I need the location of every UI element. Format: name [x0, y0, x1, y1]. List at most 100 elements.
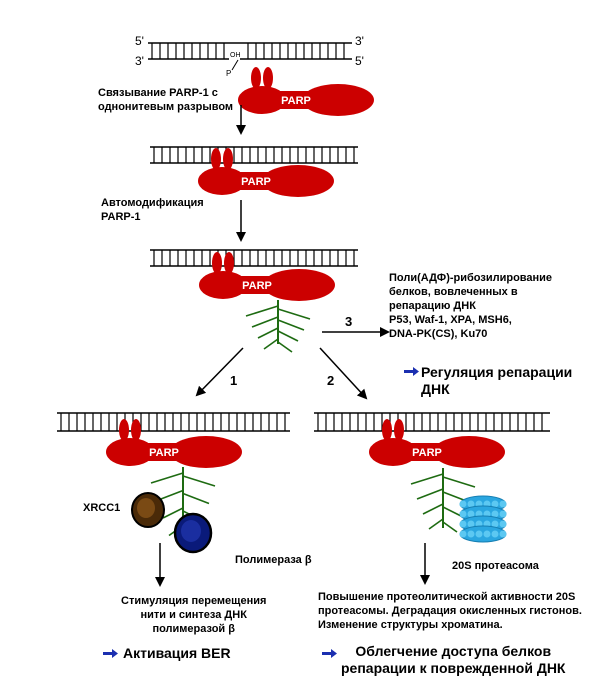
tree-branch-left	[422, 503, 444, 515]
tree-branch-left	[263, 338, 279, 350]
proteasome-subunit	[467, 520, 475, 528]
parp-body-left	[198, 167, 246, 195]
proteasome-subunit	[491, 530, 499, 538]
tree-branch-left	[416, 488, 444, 500]
tree-branch-right	[277, 341, 293, 353]
zinc-finger-1	[251, 67, 261, 89]
proteasome-subunit	[499, 530, 507, 538]
step-binding-line-1: Связывание PARP-1 с	[98, 87, 218, 99]
parp-body-left	[369, 438, 417, 466]
branch3-text: Поли(АДФ)-рибозилирование белков, вовлеч…	[389, 271, 552, 341]
parp-body-left	[106, 438, 154, 466]
parp-label: PARP	[149, 447, 179, 459]
tree-branch-right	[442, 521, 458, 533]
parp-body-right	[263, 269, 335, 301]
p-label: P	[226, 69, 231, 78]
proteasome-subunit	[459, 500, 467, 508]
xrcc1-highlight	[137, 498, 155, 518]
zinc-finger-1	[119, 419, 129, 441]
branch1-text: Стимуляция перемещения нити и синтеза ДН…	[121, 594, 266, 636]
step-binding-line-2: однонитевым разрывом	[98, 101, 234, 113]
step-automod-line-1: Автомодификация	[101, 197, 204, 209]
parp-label: PARP	[412, 447, 442, 459]
proteasome-subunit	[467, 510, 475, 518]
proteasome-subunit	[491, 520, 499, 528]
branch2-result-line-2: репарации к поврежденной ДНК	[341, 660, 566, 676]
tree-branch-left	[245, 305, 279, 317]
branch2-text: Повышение протеолитической активности 20…	[318, 590, 582, 632]
arrow-label-2: 2	[327, 373, 334, 388]
branch2-line-1: Повышение протеолитической активности 20…	[318, 591, 576, 603]
proteasome-subunit	[459, 520, 467, 528]
dna-end-3-bottom-left: 3'	[135, 54, 144, 68]
dna-right	[314, 412, 550, 432]
dna-3	[150, 249, 358, 267]
dna-end-5-bottom-right: 5'	[355, 54, 364, 68]
arrow-branch-1	[195, 347, 244, 397]
tree-branch-right	[442, 476, 476, 488]
proteasome-subunit	[467, 500, 475, 508]
proteasome-subunit	[491, 510, 499, 518]
tree-branch-left	[257, 327, 279, 339]
parp-label: PARP	[281, 95, 311, 107]
xrcc1-label: XRCC1	[83, 502, 121, 514]
tree-branch-right	[277, 330, 299, 342]
zinc-finger-2	[224, 252, 234, 274]
branch3-proteins-1: P53, Waf-1, XPA, MSH6,	[389, 314, 512, 326]
proteasome-subunit	[499, 510, 507, 518]
branch2-result: Облегчение доступа белков репарации к по…	[341, 643, 565, 677]
parp-1: PARP	[238, 67, 374, 116]
dna-end-5-top-left: 5'	[135, 34, 144, 48]
branch1-line-2: нити и синтеза ДНК	[140, 609, 247, 621]
dna-top	[148, 42, 352, 60]
branch3-proteins-2: DNA-PK(CS), Ku70	[389, 328, 488, 340]
polymerase-beta-highlight	[181, 520, 201, 542]
branch2-result-line-1: Облегчение доступа белков	[355, 643, 552, 659]
branch1-line-3: полимеразой β	[152, 623, 235, 635]
proteasome-label: 20S протеасома	[452, 560, 539, 572]
tree-branch-left	[251, 316, 279, 328]
arrow-label-1: 1	[230, 373, 237, 388]
proteasome-subunit	[499, 520, 507, 528]
tree-branch-left	[428, 518, 444, 530]
tree-branch-left	[162, 507, 184, 519]
branch3-result-line-2: ДНК	[421, 381, 450, 397]
proteasome-20s	[459, 495, 507, 543]
parp-2: PARP	[198, 148, 334, 197]
proteasome-ring	[459, 525, 507, 543]
arrow-branch-2	[319, 347, 368, 400]
parp-label: PARP	[242, 280, 272, 292]
branch2-line-3: Изменение структуры хроматина.	[318, 619, 503, 631]
proteasome-subunit	[467, 530, 475, 538]
branch3-line-2: белков, вовлеченных в	[389, 286, 518, 298]
zinc-finger-2	[131, 419, 141, 441]
dna-2	[150, 146, 358, 164]
tree-branch-left	[410, 473, 444, 485]
parp-body-left	[199, 271, 247, 299]
parp-body-right	[302, 84, 374, 116]
parp-label: PARP	[241, 176, 271, 188]
branch3-result: Регуляция репарации ДНК	[421, 364, 572, 398]
zinc-finger-1	[382, 419, 392, 441]
zinc-finger-1	[212, 252, 222, 274]
branch3-line-3: репарацию ДНК	[389, 300, 476, 312]
proteasome-subunit	[475, 530, 483, 538]
branch1-line-1: Стимуляция перемещения	[121, 595, 267, 607]
branch1-result: Активация BER	[123, 645, 231, 661]
dna-end-3-top-right: 3'	[355, 34, 364, 48]
zinc-finger-2	[263, 67, 273, 89]
result-arrow-icon-2	[322, 649, 337, 658]
tree-branch-left	[150, 472, 184, 484]
step-automod-line-2: PARP-1	[101, 211, 141, 223]
tree-branch-right	[182, 475, 216, 487]
proteasome-subunit	[459, 510, 467, 518]
polymerase-label: Полимераза β	[235, 554, 312, 566]
branch2-line-2: протеасомы. Деградация окисленных гистон…	[318, 605, 582, 617]
parp-right: PARP	[369, 419, 505, 468]
parp-left: PARP	[106, 419, 242, 468]
result-arrow-icon-3	[404, 367, 419, 376]
branch3-result-line-1: Регуляция репарации	[421, 364, 573, 380]
parp-body-right	[170, 436, 242, 468]
branch3-line-1: Поли(АДФ)-рибозилирование	[389, 272, 553, 284]
